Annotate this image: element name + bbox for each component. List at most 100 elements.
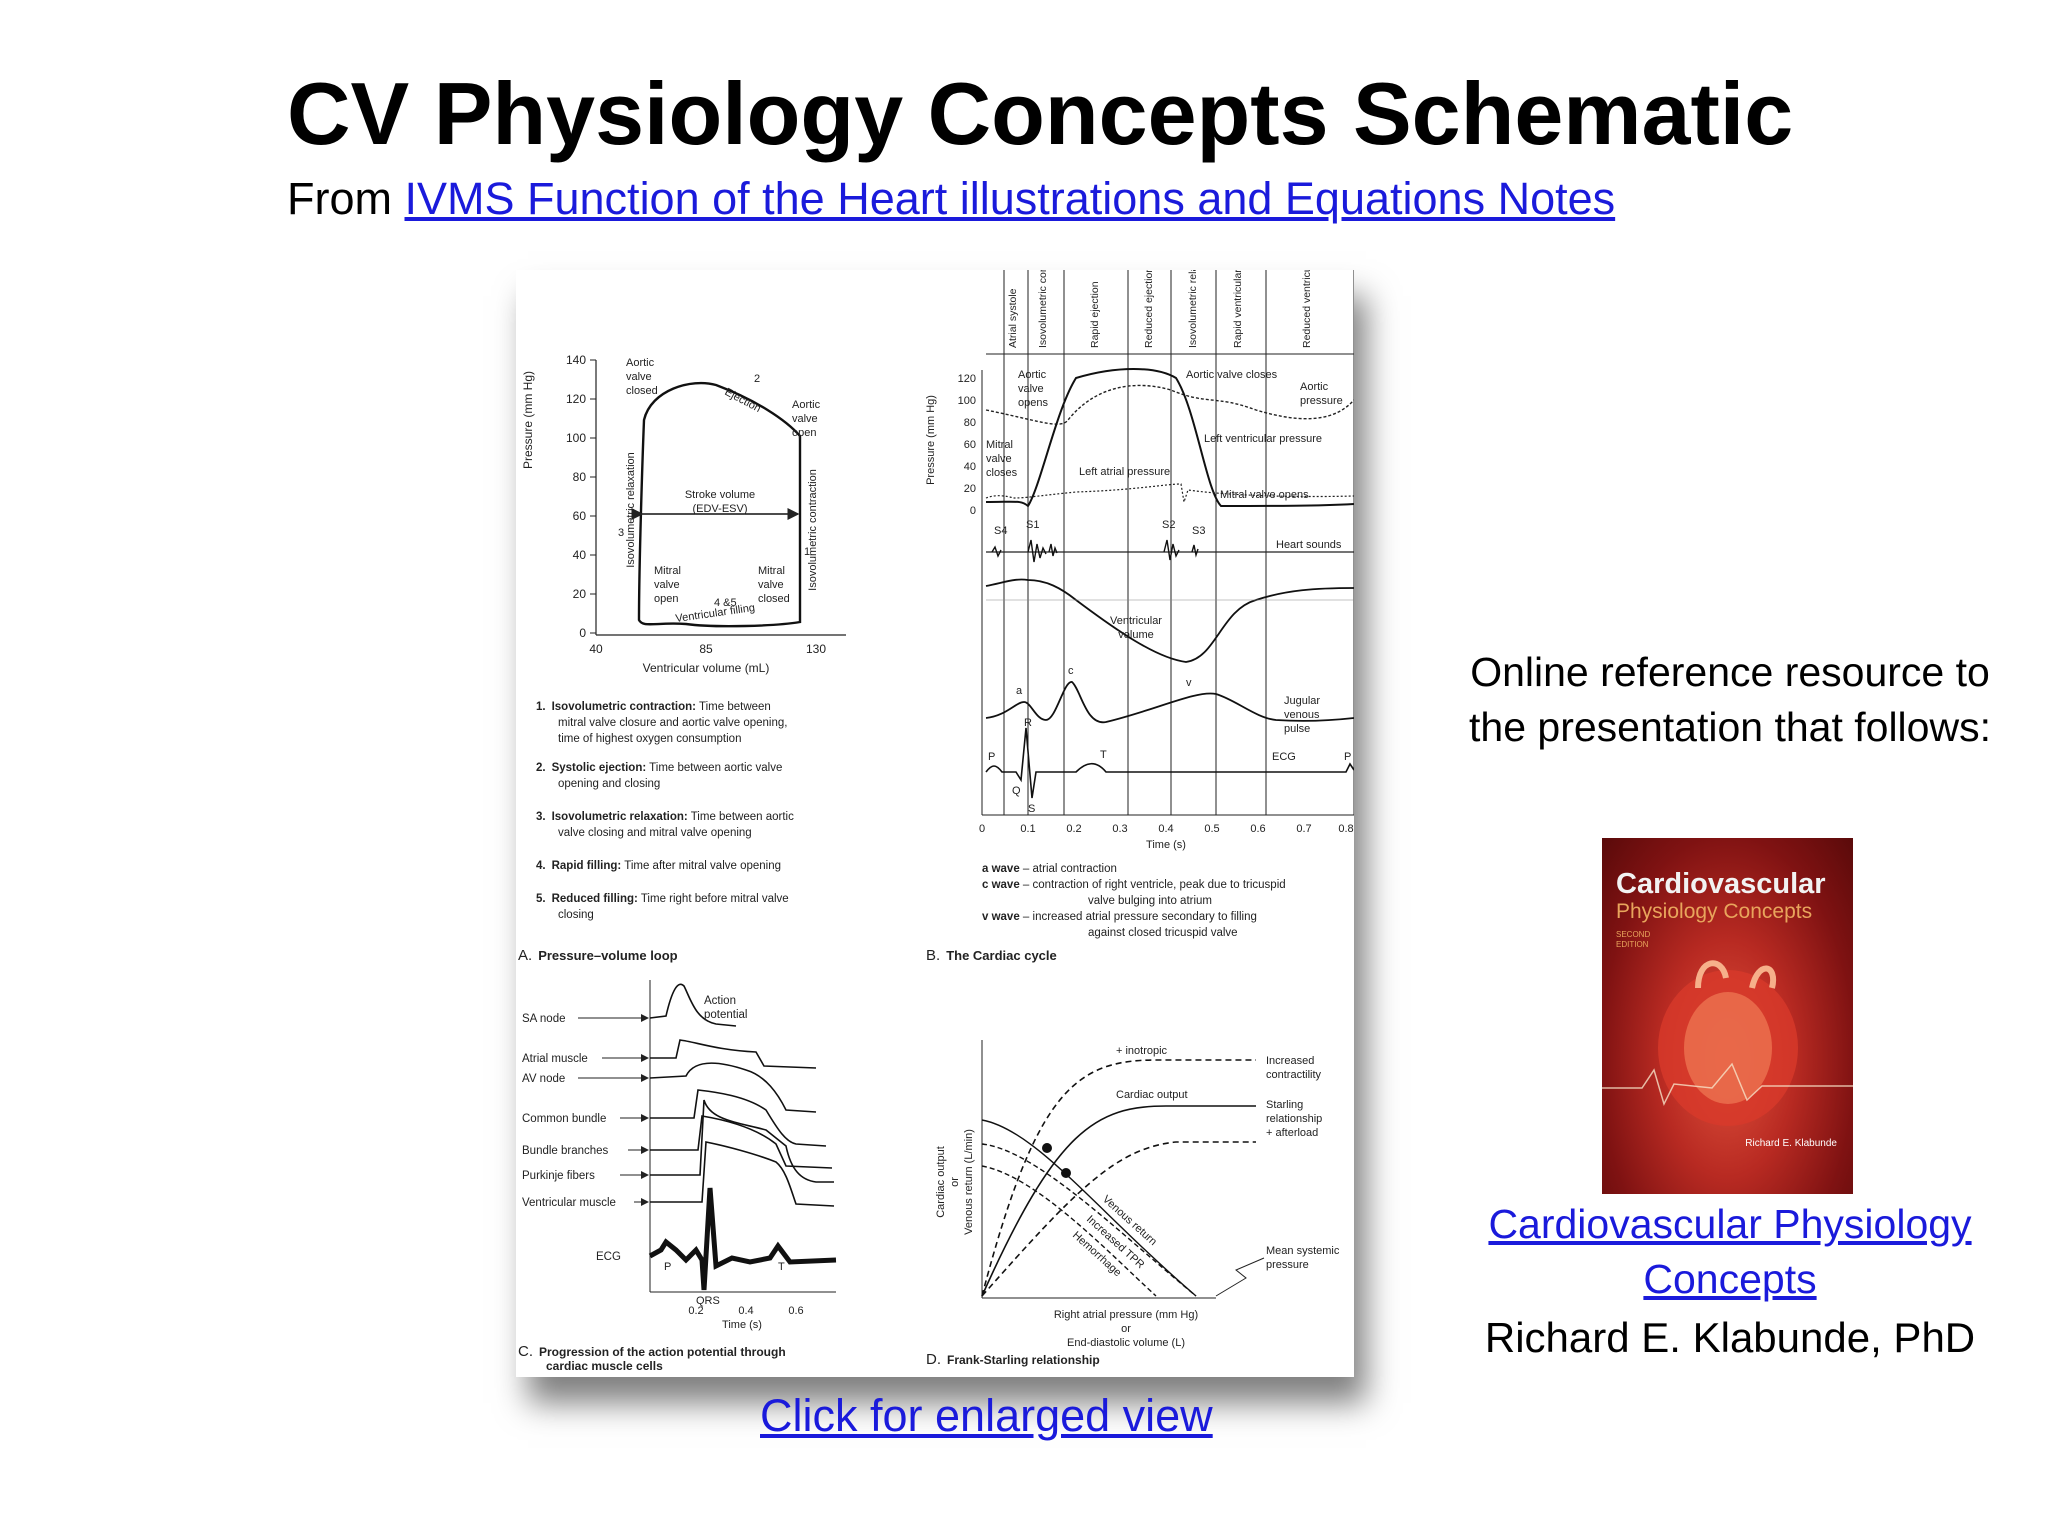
svg-text:Mitral valve opens: Mitral valve opens bbox=[1220, 489, 1309, 501]
svg-text:Atrial muscle: Atrial muscle bbox=[522, 1053, 588, 1065]
svg-text:Isovolumetric contraction: Isovolumetric contraction bbox=[807, 469, 819, 591]
panel-a-caption: A.Pressure–volume loop bbox=[518, 947, 678, 964]
svg-text:pressure: pressure bbox=[1266, 1259, 1309, 1271]
physiology-figure[interactable]: Pressure (mm Hg) 0 20 40 60 80 100 120 1… bbox=[516, 270, 1354, 1377]
svg-text:Isovolumetric relaxation: Isovolumetric relaxation bbox=[625, 452, 637, 568]
panel-b-xticks: 0 0.1 0.2 0.3 0.4 0.5 0.6 0.7 0.8 bbox=[979, 823, 1354, 835]
svg-text:0.6: 0.6 bbox=[788, 1305, 803, 1317]
svg-text:100: 100 bbox=[566, 431, 586, 445]
lv-pressure-curve bbox=[985, 368, 1354, 508]
intersection-point bbox=[1061, 1168, 1071, 1178]
svg-text:P: P bbox=[988, 751, 995, 763]
svg-text:Heart sounds: Heart sounds bbox=[1276, 539, 1342, 551]
svg-text:closed: closed bbox=[758, 593, 790, 605]
svg-text:+ afterload: + afterload bbox=[1266, 1127, 1318, 1139]
pv-labels: Aortic valve closed Aortic valve open Ej… bbox=[618, 357, 821, 625]
svg-text:3.Isovolumetric relaxation: Ti: 3.Isovolumetric relaxation: Time between… bbox=[536, 811, 794, 823]
svg-text:valve closing and mitral valve: valve closing and mitral valve opening bbox=[558, 827, 752, 839]
svg-text:or: or bbox=[1121, 1323, 1131, 1335]
svg-text:opens: opens bbox=[1018, 397, 1048, 409]
svg-text:S2: S2 bbox=[1162, 519, 1175, 531]
svg-text:AV node: AV node bbox=[522, 1073, 565, 1085]
svg-text:S1: S1 bbox=[1026, 519, 1039, 531]
svg-text:valve: valve bbox=[1018, 383, 1044, 395]
svg-text:(EDV-ESV): (EDV-ESV) bbox=[692, 503, 747, 515]
panel-c-ecg-labels: P QRS T bbox=[664, 1261, 785, 1307]
svg-text:3: 3 bbox=[618, 527, 624, 539]
svg-text:Isovolumetric contraction: Isovolumetric contraction bbox=[1037, 270, 1049, 348]
jugular-labels: a c v Jugular venous pulse bbox=[1016, 665, 1320, 735]
svg-text:relationship: relationship bbox=[1266, 1113, 1322, 1125]
svg-text:valve: valve bbox=[758, 579, 784, 591]
panel-a-notes: 1.Isovolumetric contraction: Time betwee… bbox=[536, 701, 794, 921]
intersection-point bbox=[1042, 1143, 1052, 1153]
svg-text:80: 80 bbox=[964, 417, 976, 429]
svg-text:valve bulging into atrium: valve bulging into atrium bbox=[1088, 895, 1212, 907]
heart-sounds-trace bbox=[991, 539, 1199, 563]
svg-text:or: or bbox=[949, 1177, 961, 1187]
row-arrows bbox=[578, 1014, 649, 1206]
svg-text:0.3: 0.3 bbox=[1112, 823, 1127, 835]
svg-text:against closed tricuspid valve: against closed tricuspid valve bbox=[1088, 927, 1238, 939]
ytick: 60 bbox=[573, 509, 596, 523]
svg-text:Jugular: Jugular bbox=[1284, 695, 1320, 707]
svg-text:Mitral: Mitral bbox=[654, 565, 681, 577]
svg-text:T: T bbox=[1100, 749, 1107, 761]
svg-text:+ inotropic: + inotropic bbox=[1116, 1045, 1168, 1057]
svg-text:v wave – increased atrial pres: v wave – increased atrial pressure secon… bbox=[982, 911, 1257, 923]
panel-b-yticks: 0 20 40 60 80 100 120 bbox=[958, 373, 976, 517]
source-notes-link[interactable]: IVMS Function of the Heart illustrations… bbox=[404, 173, 1616, 224]
panel-b-notes: a wave – atrial contraction c wave – con… bbox=[982, 863, 1286, 939]
ytick: 80 bbox=[573, 470, 596, 484]
svg-text:Aortic valve closes: Aortic valve closes bbox=[1186, 369, 1278, 381]
svg-text:P: P bbox=[664, 1261, 671, 1273]
panel-a: Pressure (mm Hg) 0 20 40 60 80 100 120 1… bbox=[518, 353, 846, 964]
svg-text:Isovolumetric relaxation: Isovolumetric relaxation bbox=[1187, 270, 1199, 348]
svg-text:120: 120 bbox=[958, 373, 976, 385]
xtick: 85 bbox=[699, 642, 713, 656]
book-link[interactable]: Cardiovascular Physiology Concepts bbox=[1488, 1201, 1972, 1302]
svg-text:0.2: 0.2 bbox=[1066, 823, 1081, 835]
svg-text:time of highest oxygen consump: time of highest oxygen consumption bbox=[558, 733, 741, 745]
svg-text:venous: venous bbox=[1284, 709, 1320, 721]
svg-text:Purkinje fibers: Purkinje fibers bbox=[522, 1170, 595, 1182]
svg-text:Mitral: Mitral bbox=[986, 439, 1013, 451]
ytick: 100 bbox=[566, 431, 596, 445]
svg-text:Ventricular: Ventricular bbox=[1110, 615, 1162, 627]
svg-text:closes: closes bbox=[986, 467, 1018, 479]
svg-text:mitral valve closure and aorti: mitral valve closure and aortic valve op… bbox=[558, 717, 787, 729]
pv-loop bbox=[637, 381, 802, 628]
svg-text:Aortic: Aortic bbox=[1300, 381, 1329, 393]
svg-text:0.7: 0.7 bbox=[1296, 823, 1311, 835]
svg-text:Aortic: Aortic bbox=[626, 357, 655, 369]
svg-text:140: 140 bbox=[566, 353, 586, 367]
svg-text:Reduced ejection: Reduced ejection bbox=[1143, 270, 1155, 348]
svg-text:Cardiac output: Cardiac output bbox=[935, 1146, 947, 1218]
la-pressure-curve bbox=[985, 483, 1354, 503]
panel-c-xticks: 0.2 0.4 0.6 bbox=[688, 1305, 803, 1317]
svg-text:valve: valve bbox=[986, 453, 1012, 465]
svg-text:Left ventricular pressure: Left ventricular pressure bbox=[1204, 433, 1322, 445]
svg-text:4 &5: 4 &5 bbox=[714, 597, 737, 609]
svg-text:a wave – atrial contraction: a wave – atrial contraction bbox=[982, 863, 1117, 875]
svg-text:closed: closed bbox=[626, 385, 658, 397]
svg-text:Reduced ventricular filling: Reduced ventricular filling bbox=[1301, 270, 1313, 348]
svg-text:Stroke volume: Stroke volume bbox=[685, 489, 755, 501]
book-cover[interactable]: Cardiovascular Physiology Concepts SECON… bbox=[1602, 838, 1853, 1194]
svg-text:60: 60 bbox=[573, 509, 587, 523]
svg-text:1.Isovolumetric contraction: T: 1.Isovolumetric contraction: Time betwee… bbox=[536, 701, 771, 713]
svg-text:80: 80 bbox=[573, 470, 587, 484]
svg-text:Atrial systole: Atrial systole bbox=[1007, 288, 1019, 348]
svg-text:ECG: ECG bbox=[1272, 751, 1296, 763]
svg-text:Venous return (L/min): Venous return (L/min) bbox=[963, 1129, 975, 1235]
cover-author: Richard E. Klabunde bbox=[1745, 1138, 1837, 1149]
enlarge-view-link[interactable]: Click for enlarged view bbox=[760, 1390, 1213, 1441]
svg-text:Common bundle: Common bundle bbox=[522, 1113, 606, 1125]
svg-text:0.8: 0.8 bbox=[1338, 823, 1353, 835]
panel-c: SA node Atrial muscle AV node Common bun… bbox=[518, 980, 837, 1373]
svg-text:valve: valve bbox=[654, 579, 680, 591]
jugular-pulse-curve bbox=[985, 681, 1354, 723]
svg-text:Rapid ejection: Rapid ejection bbox=[1089, 281, 1101, 348]
svg-text:Cardiac output: Cardiac output bbox=[1116, 1089, 1188, 1101]
panel-b: Atrial systole Isovolumetric contraction… bbox=[925, 270, 1354, 964]
